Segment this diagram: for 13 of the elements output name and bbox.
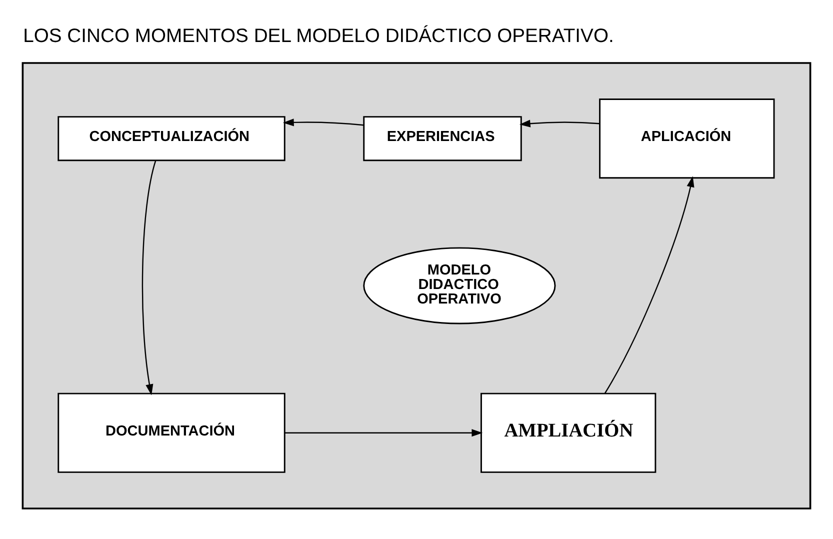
node-box: APLICACIÓN [599, 98, 775, 178]
node-box: CONCEPTUALIZACIÓN [58, 116, 286, 161]
diagram-title: LOS CINCO MOMENTOS DEL MODELO DIDÁCTICO OPERATIVO. [23, 24, 614, 47]
arrow [282, 118, 364, 126]
node-box: EXPERIENCIAS [363, 116, 522, 161]
node-box: DOCUMENTACIÓN [58, 392, 286, 472]
arrow [604, 176, 694, 394]
node-ellipse: MODELO DIDACTICO OPERATIVO [363, 246, 556, 324]
arrow [142, 160, 156, 395]
node-box: AMPLIACIÓN [480, 392, 656, 472]
arrow [284, 428, 483, 436]
arrow [519, 119, 600, 127]
cluster [22, 62, 812, 509]
